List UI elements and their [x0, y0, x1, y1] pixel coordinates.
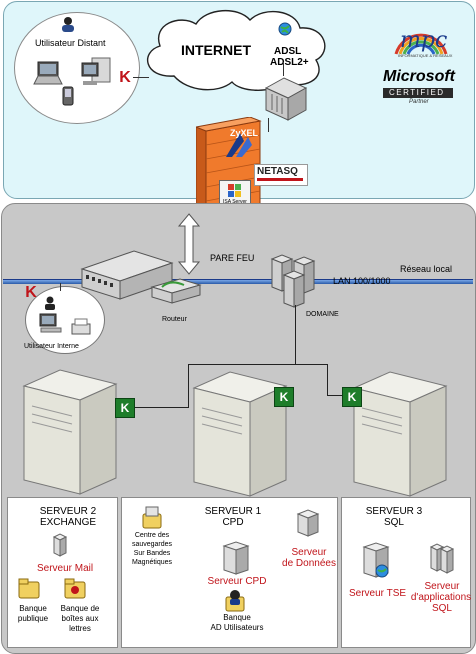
mailbox-bank-label-line3: lettres	[69, 624, 91, 633]
backup-label-line2: sauvegardes	[131, 541, 173, 548]
server-bus-line	[188, 364, 327, 365]
sql-app-label-line2: d'applications	[410, 592, 472, 603]
kaspersky-server1-icon: K	[274, 387, 294, 407]
internal-user-group	[25, 286, 105, 354]
server3-box	[341, 497, 471, 648]
zyxel-text: ZyXEL	[230, 128, 259, 138]
double-arrow-connector	[177, 213, 201, 275]
netasq-swoosh	[257, 178, 303, 181]
sql-app-servers-icon	[429, 541, 457, 580]
remote-user-label: Utilisateur Distant	[35, 38, 106, 48]
mailbox-bank-label-line2: boîtes aux	[61, 614, 99, 623]
backup-label-line4: Magnétiques	[131, 559, 173, 566]
ad-users-label-line2: AD Utilisateurs	[210, 623, 264, 632]
router-icon	[150, 278, 202, 304]
mpc-logo-subtext: INFORMATIQUE & RESEAUX	[398, 53, 453, 58]
remote-user-group	[14, 12, 140, 124]
domain-label: DOMAINE	[306, 311, 339, 318]
partner-text: Partner	[409, 99, 429, 105]
remote-user-avatar-icon	[61, 16, 75, 32]
kaspersky-remote-icon: K	[119, 69, 131, 86]
server2-link	[134, 407, 189, 408]
sql-app-label-line1: Serveur	[424, 581, 460, 592]
laptop-icon	[32, 60, 64, 91]
kaspersky-server3-icon: K	[342, 387, 362, 407]
kaspersky-server2-icon: K	[115, 398, 135, 418]
data-server-label-line2: de Données	[282, 558, 336, 569]
microsoft-brand-text: Microsoft	[383, 68, 455, 85]
server2-title-line1: SERVEUR 2	[39, 506, 97, 517]
desktop-computer-icon	[80, 57, 114, 94]
printer-icon	[70, 318, 92, 341]
internal-user-link	[60, 283, 61, 291]
kaspersky-internal-icon: K	[25, 284, 37, 301]
server3-title-line2: SQL	[383, 517, 404, 528]
domain-downlink	[295, 305, 296, 365]
internal-user-label: Utilisateur Interne	[24, 343, 79, 350]
network-switch	[80, 250, 174, 300]
microsoft-certified-logo: Microsoft CERTIFIED Partner	[381, 68, 455, 108]
lan-local-label: Réseau local	[400, 264, 453, 274]
server3-link	[327, 395, 347, 396]
domain-servers-icon	[270, 254, 316, 308]
bus-right-drop	[327, 364, 328, 396]
zyxel-logo: ZyXEL	[222, 127, 262, 159]
server2-title-line2: EXCHANGE	[39, 517, 97, 528]
backup-label-line3: Sur Bandes	[133, 550, 171, 557]
mail-server-icon	[52, 533, 68, 562]
modem-to-firewall-line	[268, 118, 269, 132]
adsl-modem-icon	[262, 74, 310, 129]
cpd-server-label: Serveur CPD	[207, 576, 267, 587]
mpc-logo: mpc INFORMATIQUE & RESEAUX	[392, 14, 453, 62]
globe-icon	[278, 22, 292, 41]
internal-computer-icon	[38, 310, 66, 339]
server3-title-line1: SERVEUR 3	[365, 506, 423, 517]
backup-center-icon	[142, 506, 162, 535]
cpd-server-icon	[222, 540, 250, 581]
server2-tower	[22, 369, 118, 495]
ad-users-label-line1: Banque	[223, 613, 251, 622]
server3-tower	[352, 371, 448, 497]
backup-label-line1: Centre des	[134, 532, 170, 539]
server1-tower	[192, 371, 288, 497]
mailbox-bank-label-line1: Banque de	[60, 604, 100, 613]
modem-to-cloud-line	[283, 62, 284, 76]
remote-link-line	[133, 77, 149, 78]
data-server-label-line1: Serveur	[291, 547, 327, 558]
pda-icon	[62, 86, 74, 111]
netasq-logo: NETASQ	[254, 164, 308, 186]
lan-speed-label: LAN 100/1000	[333, 276, 391, 286]
internet-label: INTERNET	[181, 42, 251, 58]
firewall-label: PARE FEU	[210, 253, 255, 263]
public-bank-label-line2: publique	[17, 614, 49, 623]
certified-band	[383, 88, 453, 98]
tse-server-label: Serveur TSE	[349, 588, 407, 599]
certified-text: CERTIFIED	[389, 88, 445, 97]
tse-server-icon	[362, 541, 392, 586]
sql-app-label-line3: SQL	[431, 603, 452, 614]
bus-left-drop	[188, 364, 189, 408]
adsl-label: ADSL	[274, 46, 302, 57]
mail-server-label: Serveur Mail	[37, 563, 94, 574]
server2-box	[7, 497, 118, 648]
mailbox-bank-icon	[64, 578, 86, 605]
router-label: Routeur	[162, 316, 187, 323]
data-server-icon	[296, 508, 320, 543]
ad-users-icon	[224, 589, 246, 618]
lan-backbone	[3, 279, 473, 284]
server1-title-line1: SERVEUR 1	[204, 506, 262, 517]
adsl2-label: ADSL2+	[270, 57, 309, 68]
mpc-logo-text: mpc	[400, 28, 448, 53]
public-bank-icon	[18, 578, 40, 605]
netasq-text: NETASQ	[257, 166, 298, 177]
public-bank-label-line1: Banque	[19, 604, 47, 613]
server1-title-line2: CPD	[222, 517, 244, 528]
internal-user-avatar-icon	[44, 296, 56, 315]
